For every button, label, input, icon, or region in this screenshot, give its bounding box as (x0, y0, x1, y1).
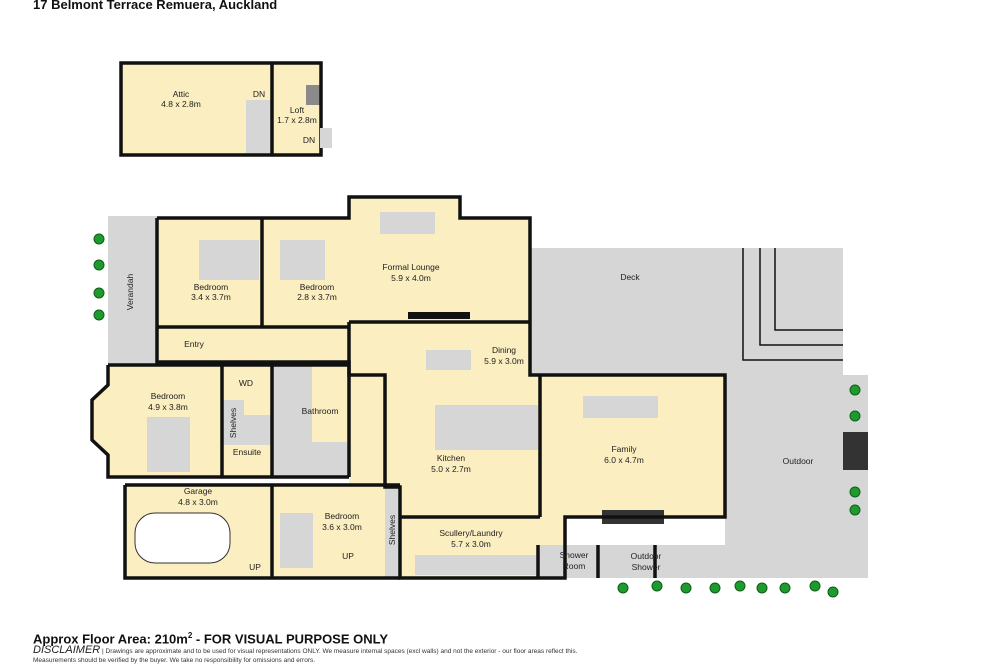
stair-label: DN (253, 89, 265, 99)
stair (246, 100, 272, 155)
outdoor (725, 375, 868, 578)
bed-icon (280, 513, 313, 568)
sofa-icon (583, 396, 658, 418)
main-level (90, 195, 868, 580)
room-name: Dining (492, 345, 516, 355)
area-sup: 2 (187, 631, 193, 640)
room-name: Room (563, 561, 586, 571)
heater-icon (306, 85, 320, 105)
kitchen-island (435, 405, 538, 450)
room-size: 4.8 x 2.8m (161, 99, 201, 109)
table-icon (426, 350, 471, 370)
upper-level: Attic 4.8 x 2.8m Loft 1.7 x 2.8m DN DN (119, 61, 332, 157)
room-name: Verandah (125, 274, 135, 311)
deck (530, 248, 843, 375)
room-size: 3.6 x 3.0m (322, 522, 362, 532)
trees (93, 233, 861, 598)
room-size: 5.9 x 3.0m (484, 356, 524, 366)
room-name: Family (611, 444, 637, 454)
car-icon (134, 512, 231, 564)
room-name: Ensuite (233, 447, 262, 457)
room-name: Deck (620, 272, 640, 282)
room-name: Shelves (228, 408, 238, 438)
table-icon (608, 300, 653, 330)
room-name: Attic (173, 89, 190, 99)
room-name: WD (239, 378, 253, 388)
sofa-icon (747, 428, 769, 483)
room-size: 1.7 x 2.8m (277, 115, 317, 125)
room-name: Bedroom (151, 391, 186, 401)
room-size: 4.8 x 3.0m (178, 497, 218, 507)
room-size: 6.0 x 4.7m (604, 455, 644, 465)
room-size: 5.7 x 3.0m (451, 539, 491, 549)
room-name: Bathroom (302, 406, 339, 416)
attic-room (121, 63, 321, 155)
room-name: Shower (560, 550, 589, 560)
stair-label: DN (303, 135, 315, 145)
room-size: 5.9 x 4.0m (391, 273, 431, 283)
room-name: Outdoor (631, 551, 662, 561)
area-prefix: Approx Floor Area: 210m (33, 631, 188, 647)
bed-icon (199, 240, 259, 280)
room-name: Loft (290, 105, 305, 115)
outdoor-fireplace (843, 432, 868, 470)
outdoor-shower-area (598, 545, 738, 578)
floor-area: Approx Floor Area: 210m2 - FOR VISUAL PU… (33, 631, 388, 646)
room-size: 2.8 x 3.7m (297, 292, 337, 302)
room-name: Bedroom (194, 282, 229, 292)
room-size: 4.9 x 3.8m (148, 402, 188, 412)
room-name: Garage (184, 486, 213, 496)
verandah (108, 216, 157, 365)
sofa-icon (380, 212, 435, 234)
disclaimer-label: DISCLAIMER (33, 644, 101, 656)
room-size: 5.0 x 2.7m (431, 464, 471, 474)
room-name: Bedroom (325, 511, 360, 521)
room-name: Shelves (387, 515, 397, 545)
disclaimer-text: | Drawings are approximate and to be use… (100, 648, 578, 655)
room-size: 3.4 x 3.7m (191, 292, 231, 302)
stair-label: UP (342, 551, 354, 561)
disclaimer: DISCLAIMER | Drawings are approximate an… (33, 644, 578, 665)
laundry-bench (415, 555, 540, 575)
stair-label: UP (249, 562, 261, 572)
bed-icon (280, 240, 325, 280)
room-name: Kitchen (437, 453, 466, 463)
room-labels: Verandah Bedroom 3.4 x 3.7m Bedroom 2.8 … (125, 262, 814, 572)
room-name: Scullery/Laundry (439, 528, 503, 538)
room-name: Bedroom (300, 282, 335, 292)
room-name: Shower (632, 562, 661, 572)
room-name: Outdoor (783, 456, 814, 466)
page-title: 17 Belmont Terrace Remuera, Auckland (33, 0, 278, 12)
fireplace (408, 312, 470, 319)
stair (320, 128, 332, 148)
room-name: Entry (184, 339, 205, 349)
area-suffix: - FOR VISUAL PURPOSE ONLY (192, 631, 389, 647)
room-name: Formal Lounge (382, 262, 439, 272)
bed-icon (147, 417, 190, 472)
